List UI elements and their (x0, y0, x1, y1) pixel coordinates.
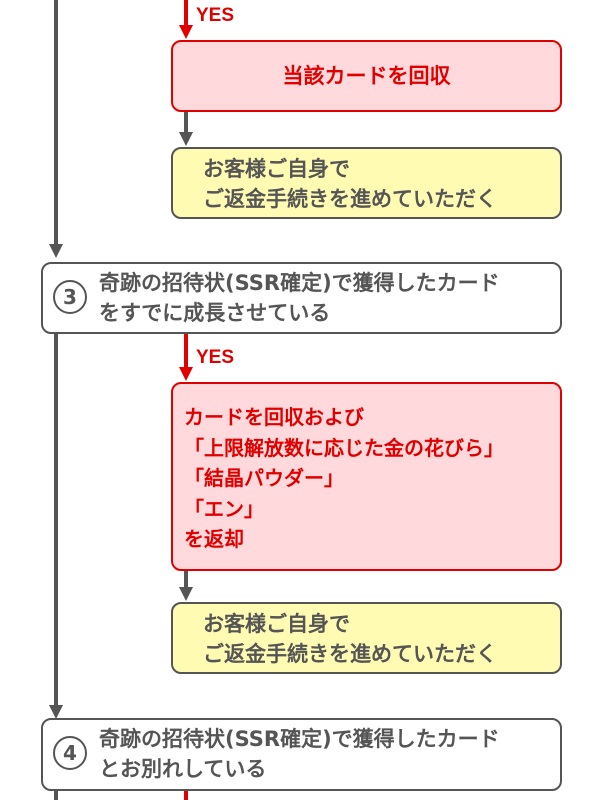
arrow-head (179, 132, 193, 146)
followup-line: お客様ご自身で (203, 612, 350, 636)
flow-arrow (184, 571, 188, 589)
step-text: 奇跡の招待状(SSR確定)で獲得したカード (99, 271, 500, 295)
yes-arrow (184, 791, 188, 800)
arrow-head (179, 367, 193, 381)
yes-arrow (184, 334, 188, 368)
action-line: 「結晶パウダー」 (184, 466, 344, 490)
step-number: 4 (53, 736, 87, 770)
action-text: 当該カードを回収 (282, 64, 451, 88)
step-text: をすでに成長させている (99, 301, 331, 325)
step-4-box: 4 奇跡の招待状(SSR確定)で獲得したカードとお別れしている (41, 718, 562, 791)
arrow-head (49, 705, 63, 719)
refund-procedure-box: お客様ご自身で ご返金手続きを進めていただく (171, 147, 562, 219)
return-items-box: カードを回収および 「上限解放数に応じた金の花びら」 「結晶パウダー」 「エン」… (171, 382, 562, 571)
step-number: 3 (53, 280, 87, 314)
yes-arrow (184, 0, 188, 26)
action-line: カードを回収および (184, 405, 364, 429)
refund-procedure-box: お客様ご自身で ご返金手続きを進めていただく (171, 602, 562, 674)
main-flow-line (54, 333, 58, 705)
arrow-head (179, 25, 193, 39)
followup-line: ご返金手続きを進めていただく (203, 642, 497, 666)
step-text: 奇跡の招待状(SSR確定)で獲得したカード (99, 727, 500, 751)
followup-line: お客様ご自身で (203, 157, 350, 181)
arrow-head (49, 244, 63, 258)
arrow-head (179, 587, 193, 601)
action-line: 「エン」 (184, 496, 264, 521)
flow-arrow (184, 112, 188, 134)
main-flow-line (54, 0, 58, 244)
collect-card-box: 当該カードを回収 (171, 40, 562, 112)
yes-label: YES (196, 347, 235, 368)
step-text: とお別れしている (99, 757, 267, 781)
action-line: 「上限解放数に応じた金の花びら」 (184, 435, 504, 460)
action-line: を返却 (184, 527, 244, 551)
main-flow-line (54, 790, 58, 800)
step-3-box: 3 奇跡の招待状(SSR確定)で獲得したカードをすでに成長させている (41, 262, 562, 334)
followup-line: ご返金手続きを進めていただく (203, 187, 497, 211)
yes-label: YES (196, 5, 235, 26)
